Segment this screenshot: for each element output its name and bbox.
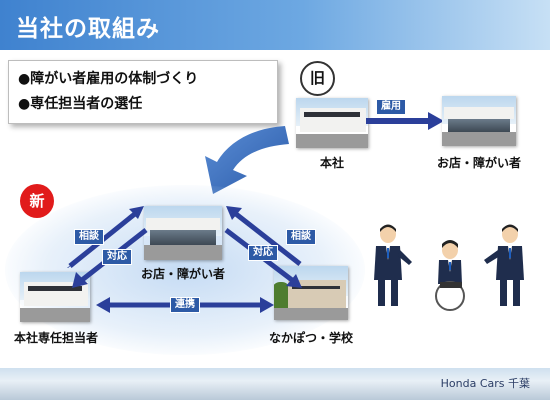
left-response-tag: 対応: [102, 249, 132, 265]
left-consult-tag: 相談: [74, 229, 104, 245]
old-label-circle: 旧: [300, 61, 335, 96]
person-left: [374, 224, 412, 306]
new-label-circle: 新: [20, 184, 54, 218]
bullet-box: [8, 60, 278, 124]
old-employment-arrow: [366, 112, 444, 130]
person-wheelchair: [435, 240, 465, 311]
new-head-office-caption: 本社専任担当者: [13, 331, 98, 345]
right-consult-tag: 相談: [286, 229, 316, 245]
page-title: 当社の取組み: [16, 16, 160, 42]
school-caption: なかぽつ・学校: [268, 331, 353, 345]
old-head-office-photo: [296, 98, 368, 148]
bullet-item-2: ●専任担当者の選任: [18, 96, 143, 112]
old-store-caption: お店・障がい者: [436, 156, 521, 170]
title-bar: [0, 0, 550, 50]
school-photo: [274, 266, 348, 320]
old-store-photo: [442, 96, 516, 146]
staff-illustration: [374, 224, 524, 311]
coordination-tag: 連携: [170, 297, 200, 313]
footer-brand: Honda Cars 千葉: [440, 377, 530, 390]
footer-banner: [0, 368, 550, 400]
transition-arrow: [205, 126, 289, 194]
person-right: [484, 224, 524, 306]
bullet-item-1: ●障がい者雇用の体制づくり: [18, 71, 199, 87]
old-head-office-caption: 本社: [319, 156, 344, 170]
new-store-caption: お店・障がい者: [140, 267, 225, 281]
right-response-tag: 対応: [248, 245, 278, 261]
employment-tag: 雇用: [376, 99, 406, 115]
new-head-office-photo: [20, 272, 90, 322]
new-store-photo: [144, 206, 222, 260]
